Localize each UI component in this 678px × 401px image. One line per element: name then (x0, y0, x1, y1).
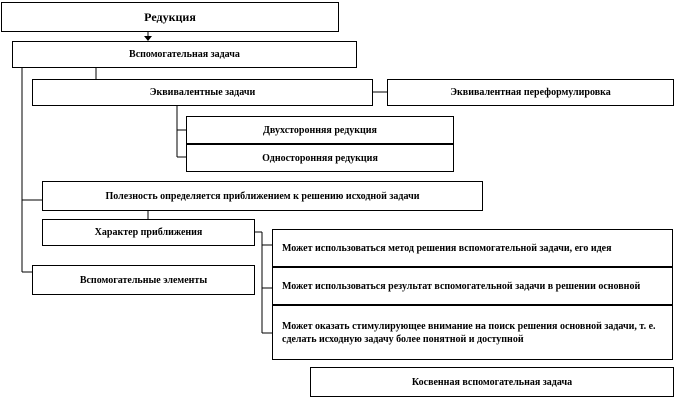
node-approximation-character-label: Характер приближения (94, 227, 203, 238)
node-two-sided-reduction: Двухсторонняя редукция (186, 116, 454, 144)
node-indirect-auxiliary-task-label: Косвенная вспомогательная задача (411, 376, 573, 388)
node-usefulness-label: Полезность определяется приближением к р… (105, 190, 420, 202)
node-auxiliary-elements: Вспомогательные элементы (32, 265, 255, 295)
node-indirect-auxiliary-task: Косвенная вспомогательная задача (310, 367, 674, 397)
node-approximation-character: Характер приближения (42, 219, 255, 246)
node-use-result-label: Может использоваться результат вспомогат… (282, 280, 641, 292)
node-auxiliary-task: Вспомогательная задача (12, 41, 357, 68)
node-one-sided-reduction-label: Односторонняя редукция (262, 152, 378, 164)
node-auxiliary-elements-label: Вспомогательные элементы (79, 274, 208, 286)
node-reduction-label: Редукция (144, 9, 196, 24)
node-use-method-label: Может использоваться метод решения вспом… (282, 242, 612, 254)
node-equivalent-reformulation: Эквивалентная переформулировка (387, 79, 674, 106)
node-equivalent-tasks: Эквивалентные задачи (32, 79, 373, 106)
node-two-sided-reduction-label: Двухсторонняя редукция (263, 124, 377, 136)
node-usefulness: Полезность определяется приближением к р… (42, 181, 483, 211)
node-equivalent-reformulation-label: Эквивалентная переформулировка (450, 87, 611, 98)
node-one-sided-reduction: Односторонняя редукция (186, 144, 454, 172)
node-stimulate-label: Может оказать стимулирующее внимание на … (282, 320, 656, 345)
node-use-result: Может использоваться результат вспомогат… (272, 267, 673, 305)
node-equivalent-tasks-label: Эквивалентные задачи (149, 87, 256, 98)
node-auxiliary-task-label: Вспомогательная задача (129, 49, 240, 60)
node-reduction: Редукция (1, 2, 339, 32)
node-use-method: Может использоваться метод решения вспом… (272, 229, 673, 267)
node-stimulate: Может оказать стимулирующее внимание на … (272, 305, 673, 360)
